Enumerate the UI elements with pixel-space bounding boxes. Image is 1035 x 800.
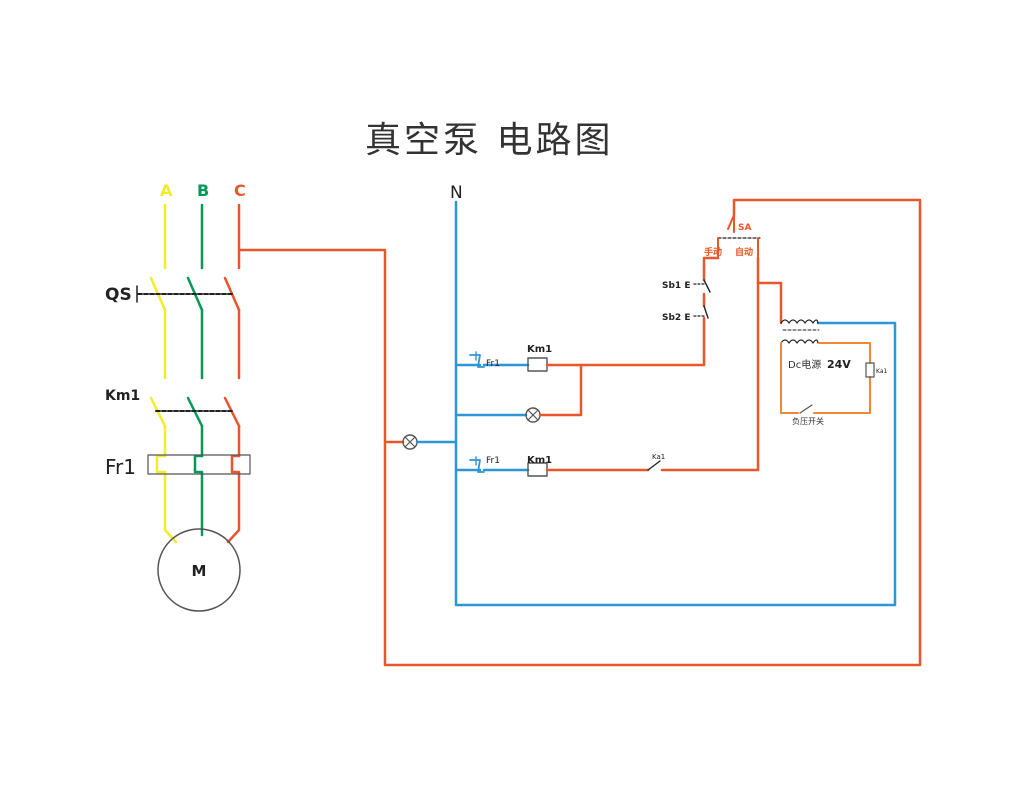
ka1-relay-coil [865,362,875,378]
vacuum-switch [799,404,813,414]
phase-c-circuit [223,203,241,544]
auto-label: 自动 [735,246,753,258]
vacuum-switch-label: 负压开关 [792,416,824,426]
dc-transformer [780,319,820,344]
branch-3 [454,256,760,477]
km1-coil-1-label: Km1 [527,344,552,355]
dc-loop-left [780,342,799,414]
km1-main-label: Km1 [105,388,140,404]
qs-label: QS [105,285,132,305]
auto-feed-line [756,281,783,325]
manual-label: 手动 [704,246,722,258]
phase-b-label: B [197,181,209,200]
fr1-main-label: Fr1 [105,455,136,479]
branch-1 [454,316,706,372]
fr1-relay-box [147,454,251,475]
ka1-relay-label: Ka1 [876,368,888,375]
diagram-title: 真空泵 电路图 [365,120,613,161]
dc-loop-bottom [813,376,871,414]
phase-a-label: A [160,181,173,200]
sa-label: SA [738,223,751,233]
neutral-label: N [450,183,463,203]
ka1-contact-label: Ka1 [652,453,665,461]
phase-b-circuit [186,203,204,537]
km1-coil-1 [527,357,548,372]
phase-a-circuit [149,203,178,544]
dc-loop-right [818,342,871,364]
sb-push-buttons [693,279,711,319]
motor-circle [157,528,241,612]
phase-c-label: C [234,181,246,200]
sb2-label: Sb2 E [662,313,690,323]
fr1-ctrl-2-label: Fr1 [486,456,500,466]
fr1-ctrl-1-label: Fr1 [486,359,500,369]
dc-voltage-label: 24V [827,358,851,371]
sa-selector-switch [702,214,761,282]
km1-coil-2-label: Km1 [527,455,552,466]
sb1-label: Sb1 E [662,281,690,291]
motor-label: M [192,562,207,580]
neutral-line [454,200,897,607]
ka1-contact [647,460,661,471]
phase-c-control-feed [238,198,922,667]
dc-power-label: Dc电源 [788,358,821,371]
branch-2 [454,363,583,423]
